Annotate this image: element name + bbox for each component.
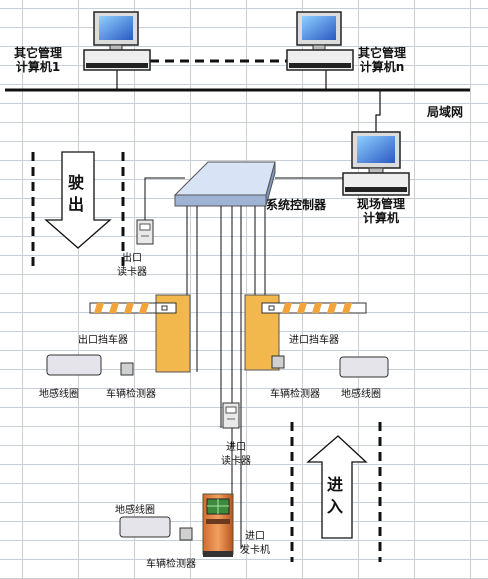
- vehicle-detector-icon: [179, 527, 193, 541]
- computer-icon: [286, 11, 354, 71]
- exit-arrow-label: 驶 出: [68, 173, 85, 214]
- pc-other-n-label: 其它管理 计算机n: [358, 46, 407, 74]
- barrier-gate-icon: [89, 294, 191, 373]
- ground-loop-icon: [46, 354, 102, 376]
- entry-arrow-label: 进 入: [327, 475, 344, 516]
- loop-left-label: 地感线圈: [39, 389, 79, 400]
- vehicle-detector-bottom-label: 车辆检测器: [146, 559, 196, 570]
- controller-exit-reader-link: [144, 177, 185, 220]
- barrier-gate-icon: [244, 294, 367, 371]
- system-controller-icon: [173, 161, 276, 207]
- loop-bottom-label: 地感线圈: [115, 505, 155, 516]
- site-computer-label: 现场管理 计算机: [357, 197, 406, 225]
- ground-loop-icon: [119, 516, 171, 538]
- exit-direction-arrow: [44, 151, 112, 249]
- entry-direction-arrow: [306, 435, 368, 539]
- vehicle-detector-right-label: 车辆检测器: [270, 389, 320, 400]
- computer-icon: [83, 11, 151, 71]
- card-reader-icon: [136, 219, 154, 245]
- vehicle-detector-left-label: 车辆检测器: [106, 389, 156, 400]
- loop-right-label: 地感线圈: [341, 389, 381, 400]
- computer-icon: [342, 131, 410, 196]
- card-dispenser-icon: [202, 493, 234, 557]
- system-controller-label: 系统控制器: [266, 198, 327, 212]
- pc-other-1-label: 其它管理 计算机1: [14, 46, 63, 74]
- lan-label: 局域网: [427, 105, 464, 119]
- vehicle-detector-icon: [120, 362, 134, 376]
- ground-loop-icon: [339, 356, 389, 378]
- site-pc-lan-link: [375, 90, 381, 132]
- card-reader-icon: [222, 402, 240, 429]
- exit-barrier-label: 出口挡车器: [78, 335, 128, 346]
- card-dispenser-label: 进口 发卡机: [240, 531, 270, 556]
- entry-barrier-label: 进口挡车器: [289, 335, 339, 346]
- vehicle-detector-icon: [271, 355, 285, 369]
- exit-reader-label: 出口 读卡器: [117, 253, 147, 278]
- entry-reader-label: 进口 读卡器: [221, 442, 251, 467]
